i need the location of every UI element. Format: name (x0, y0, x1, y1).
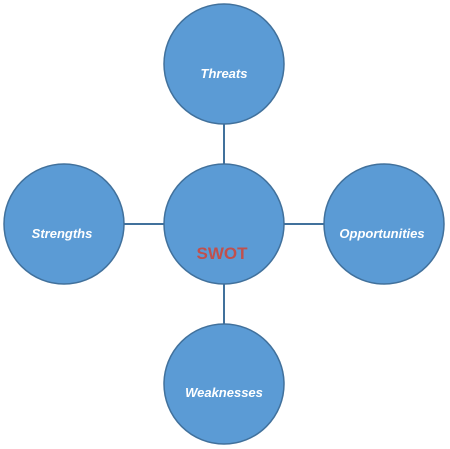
weaknesses-label: Weaknesses (185, 385, 263, 400)
swot-center-label: SWOT (197, 244, 249, 263)
strengths-label: Strengths (32, 226, 93, 241)
threats-node (163, 3, 285, 125)
threats-label: Threats (201, 66, 248, 81)
swot-center-node (163, 163, 285, 285)
opportunities-label: Opportunities (339, 226, 424, 241)
strengths-node (3, 163, 125, 285)
opportunities-node (323, 163, 445, 285)
weaknesses-node (163, 323, 285, 445)
